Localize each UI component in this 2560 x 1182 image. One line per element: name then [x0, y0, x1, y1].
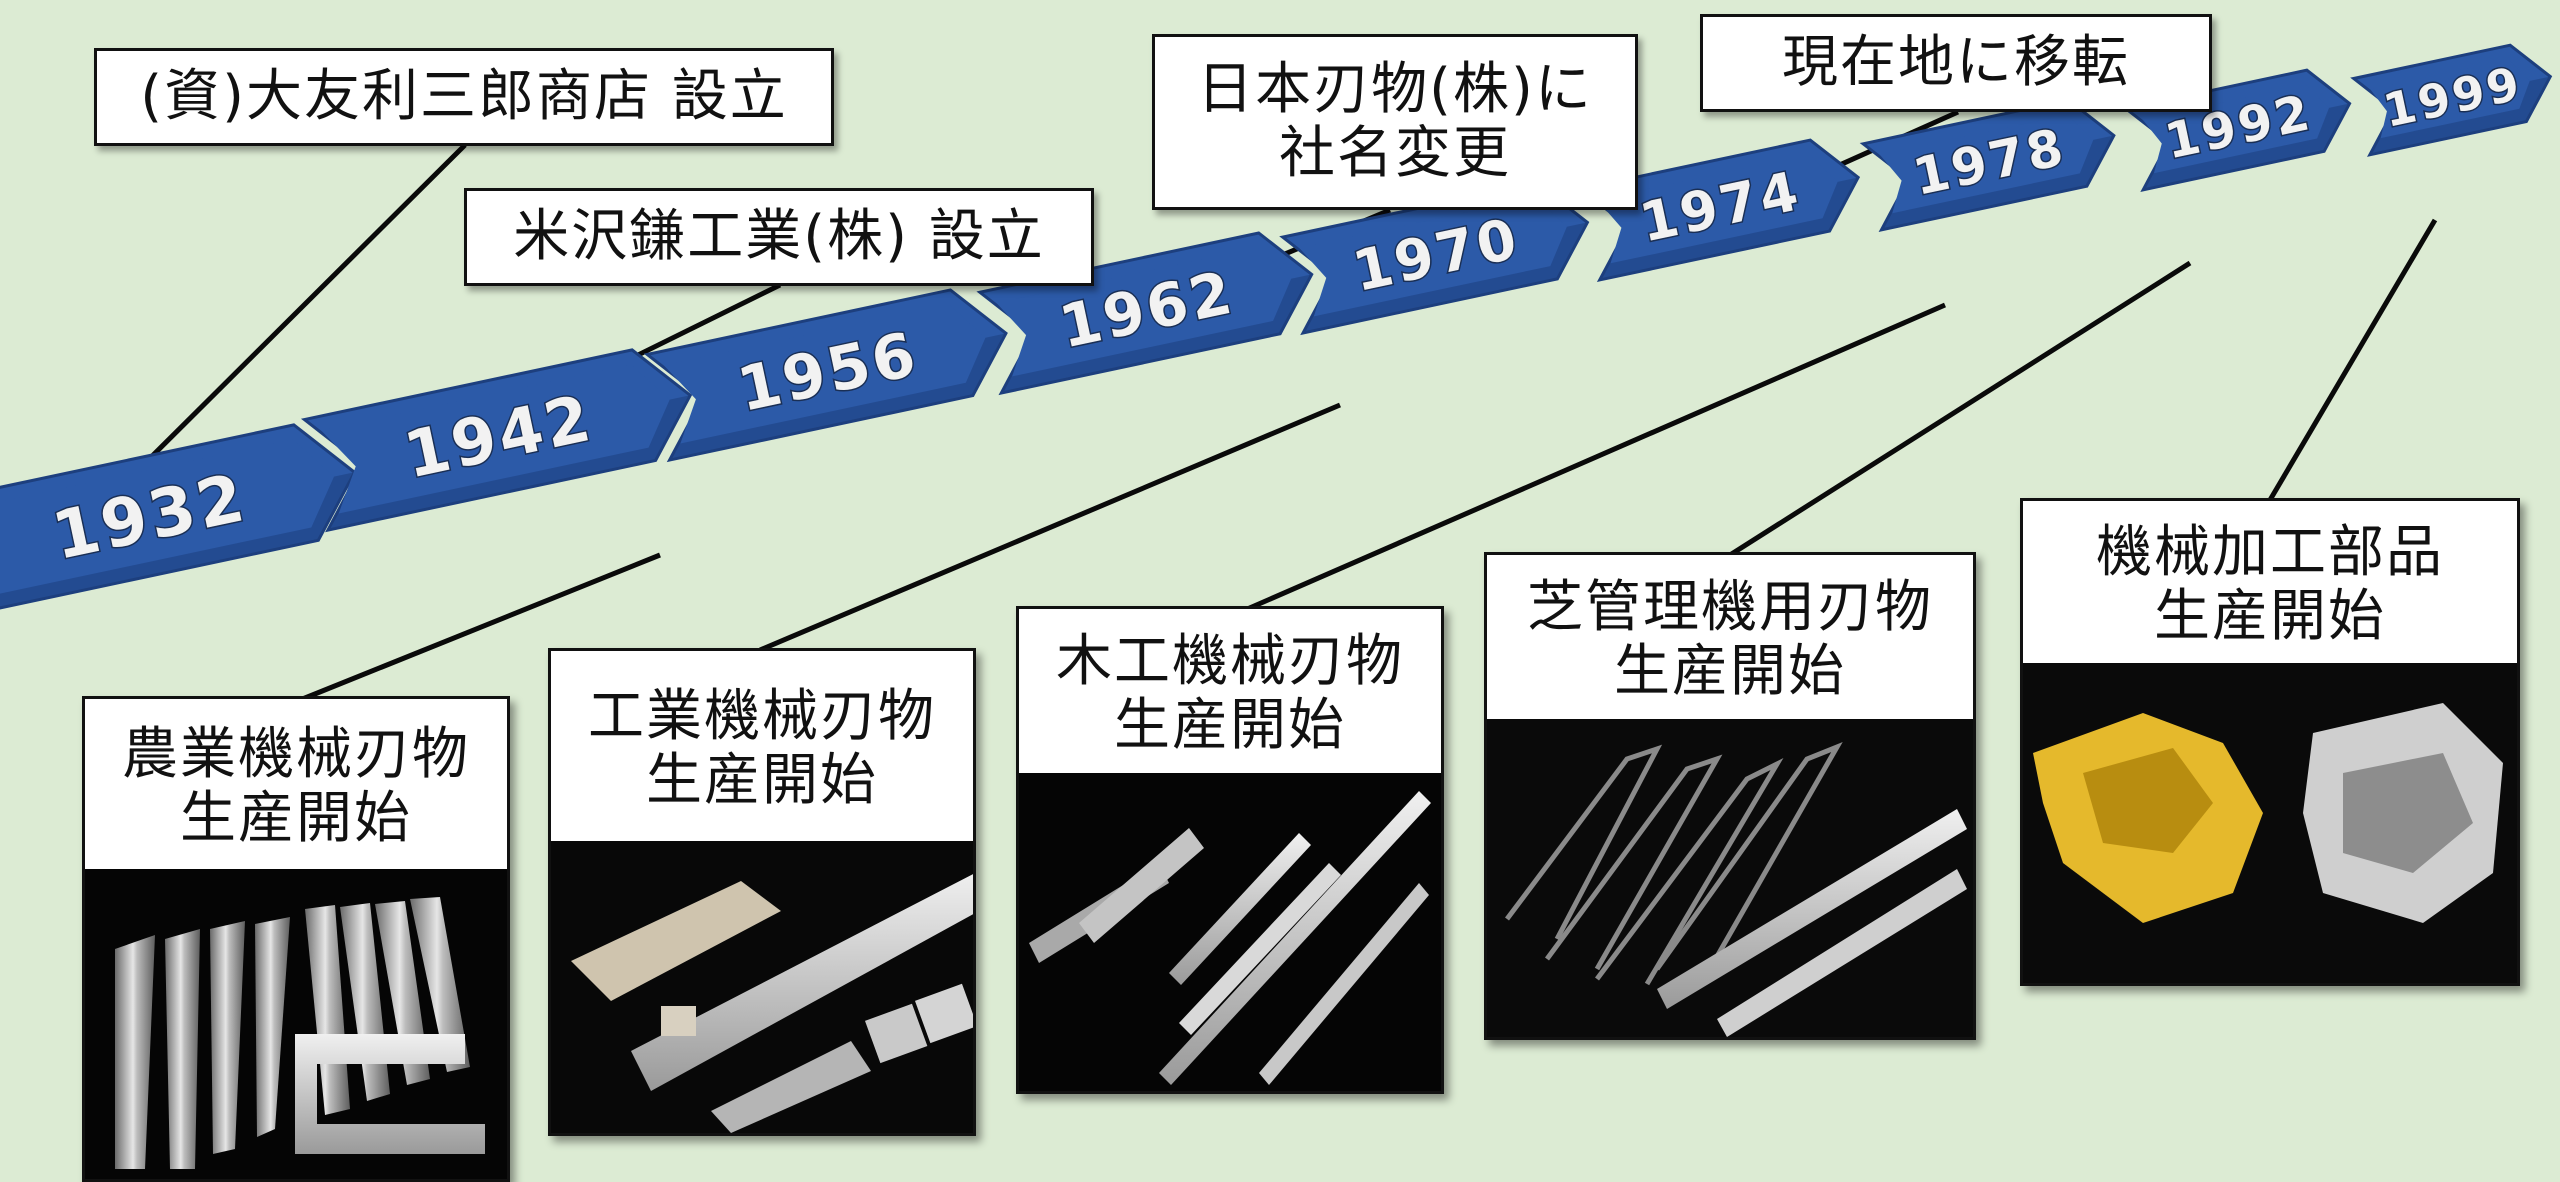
year-arrow-1962: 1962 [976, 231, 1314, 396]
year-arrow-1999: 1999 [2350, 43, 2553, 157]
card-title: 機械加工部品 生産開始 [2023, 501, 2517, 669]
connector-1970 [759, 402, 1341, 653]
event-label-1932: (資)大友利三郎商店 設立 [94, 48, 834, 146]
card-title: 農業機械刃物 生産開始 [85, 699, 507, 875]
agricultural-blades-photo [85, 869, 507, 1179]
event-card-industrial: 工業機械刃物 生産開始 [548, 648, 976, 1136]
machined-parts-photo [2023, 663, 2517, 983]
year-arrow-1932: 1932 [0, 423, 357, 618]
connector-1978 [1244, 302, 1946, 613]
turf-blades-photo [1487, 719, 1973, 1037]
event-card-machined: 機械加工部品 生産開始 [2020, 498, 2520, 986]
connector-1956 [299, 552, 661, 703]
card-title: 芝管理機用刃物 生産開始 [1487, 555, 1973, 725]
connector-1932 [118, 143, 467, 490]
woodworking-blades-photo [1019, 773, 1441, 1091]
connector-1999 [2267, 218, 2438, 502]
year-arrow-1956: 1956 [643, 288, 1008, 463]
connector-1992 [1728, 260, 2192, 558]
event-label-1942: 米沢鎌工業(株) 設立 [464, 188, 1094, 286]
event-card-turf: 芝管理機用刃物 生産開始 [1484, 552, 1976, 1040]
event-card-agricultural: 農業機械刃物 生産開始 [82, 696, 510, 1182]
event-label-1974: 現在地に移転 [1700, 14, 2212, 112]
event-card-woodworking: 木工機械刃物 生産開始 [1016, 606, 1444, 1094]
year-arrow-1974: 1974 [1576, 138, 1861, 283]
card-title: 工業機械刃物 生産開始 [551, 651, 973, 847]
industrial-blades-photo [551, 841, 973, 1133]
year-arrow-1942: 1942 [300, 348, 693, 533]
year-arrow-1970: 1970 [1279, 181, 1590, 336]
card-title: 木工機械刃物 生産開始 [1019, 609, 1441, 779]
event-label-1962: 日本刃物(株)に 社名変更 [1152, 34, 1638, 210]
year-arrow-1978: 1978 [1859, 98, 2116, 233]
